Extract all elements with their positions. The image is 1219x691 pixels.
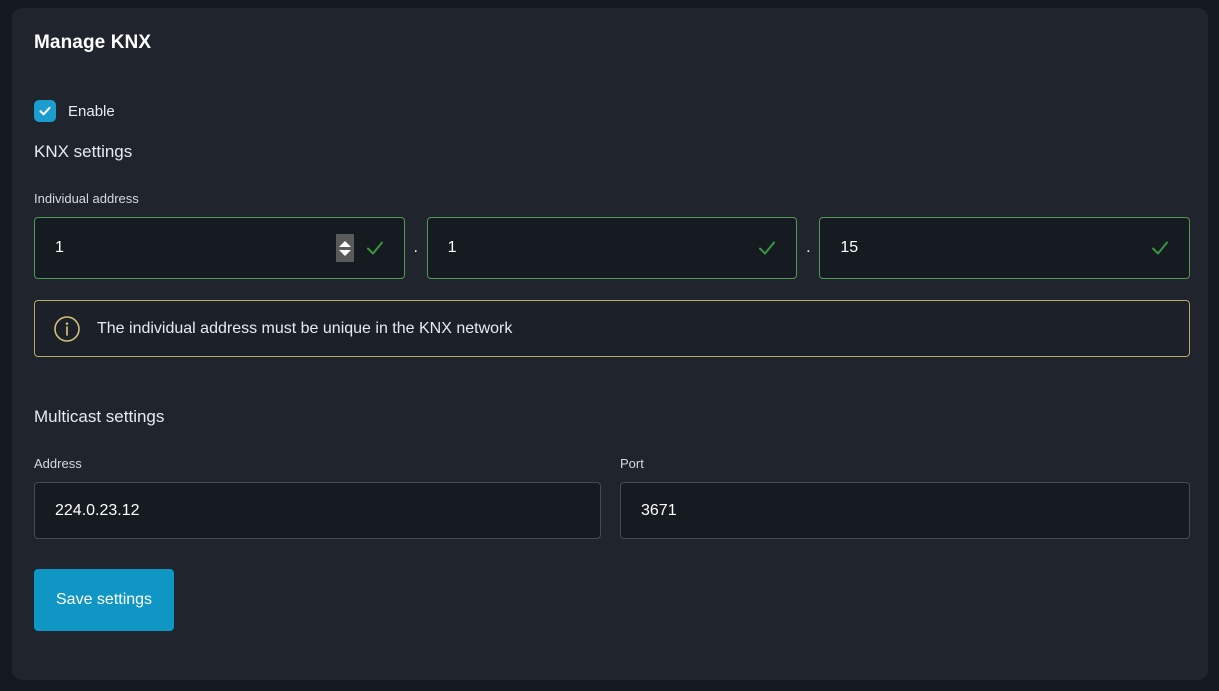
spinner-up-icon[interactable] xyxy=(338,240,351,247)
multicast-settings-heading: Multicast settings xyxy=(34,407,165,426)
manage-knx-panel: Manage KNX Enable KNX settings Individua… xyxy=(12,8,1208,680)
address-separator-1: . xyxy=(413,239,418,256)
save-settings-button[interactable]: Save settings xyxy=(34,569,175,631)
multicast-port-value: 3671 xyxy=(641,501,677,519)
info-banner: The individual address must be unique in… xyxy=(34,300,1190,357)
individual-address-label: Individual address xyxy=(34,191,139,206)
individual-address-value-2: 1 xyxy=(447,239,457,256)
info-circle-icon xyxy=(54,315,80,342)
knx-settings-heading: KNX settings xyxy=(34,142,133,161)
valid-check-icon-3 xyxy=(1152,241,1169,255)
number-spinner-1[interactable] xyxy=(335,234,354,262)
individual-address-field-3[interactable]: 15 xyxy=(819,217,1191,279)
enable-label: Enable xyxy=(68,102,115,120)
check-icon xyxy=(39,106,51,116)
individual-address-field-1[interactable]: 1 xyxy=(34,217,405,279)
page-title: Manage KNX xyxy=(34,32,152,53)
enable-checkbox-row[interactable]: Enable xyxy=(34,100,115,122)
valid-check-icon-1 xyxy=(366,241,383,255)
enable-checkbox[interactable] xyxy=(34,100,56,122)
multicast-port-label: Port xyxy=(620,456,644,471)
individual-address-field-2[interactable]: 1 xyxy=(426,217,798,279)
valid-check-icon-2 xyxy=(759,241,776,255)
info-banner-text: The individual address must be unique in… xyxy=(97,319,513,337)
individual-address-row: 1 . 1 . 15 xyxy=(34,217,1191,279)
spinner-down-icon[interactable] xyxy=(338,249,351,256)
address-separator-2: . xyxy=(806,239,811,256)
individual-address-value-3: 15 xyxy=(840,239,859,256)
multicast-port-input[interactable]: 3671 xyxy=(620,482,1190,539)
multicast-address-value: 224.0.23.12 xyxy=(55,501,140,519)
multicast-address-label: Address xyxy=(34,456,82,471)
multicast-address-input[interactable]: 224.0.23.12 xyxy=(34,482,601,539)
individual-address-value-1: 1 xyxy=(55,239,64,256)
